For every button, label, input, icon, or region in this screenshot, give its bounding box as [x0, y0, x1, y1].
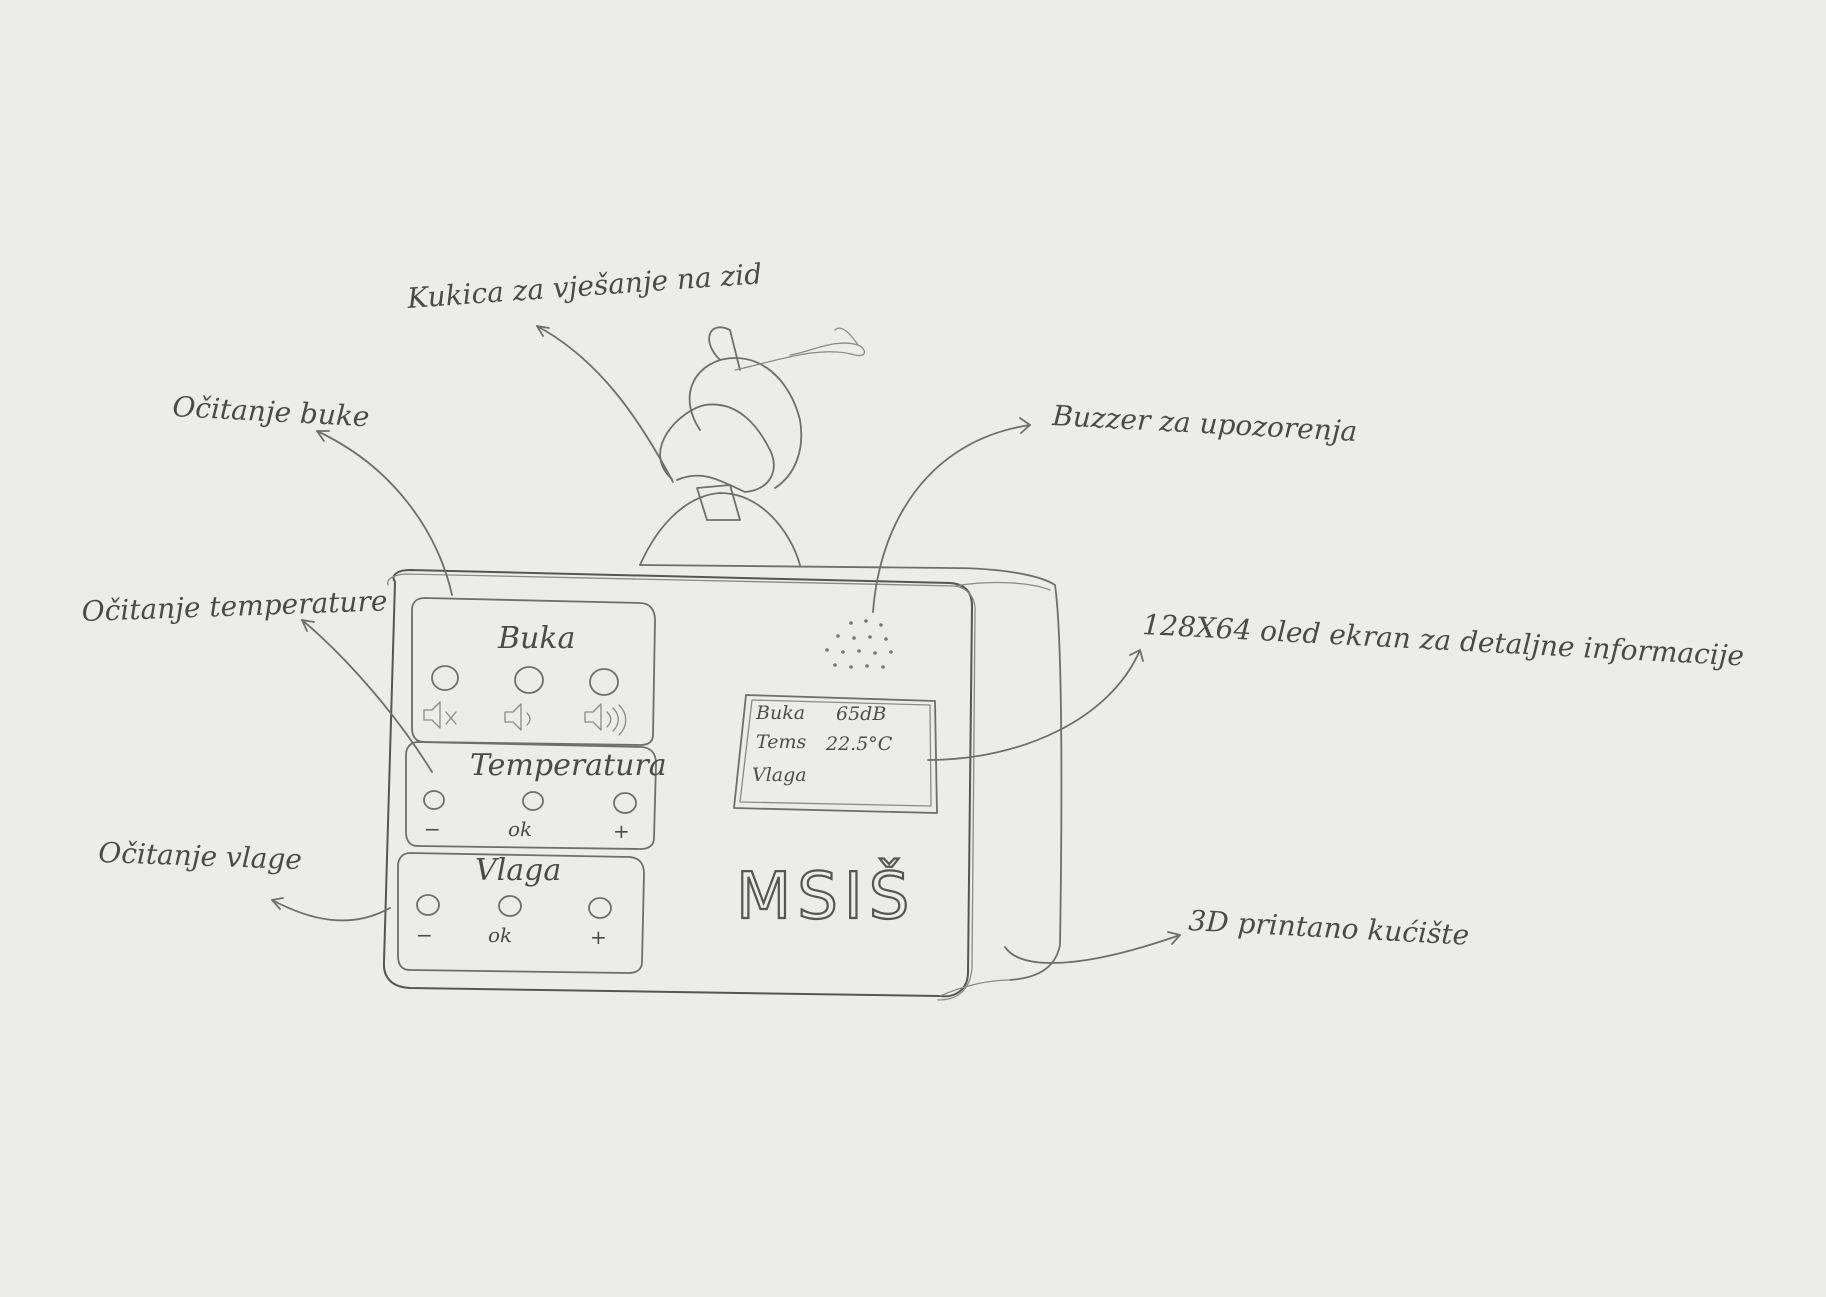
- humidity-plus-label: +: [590, 925, 607, 949]
- annotation-humidity: Očitanje vlage: [98, 836, 303, 876]
- noise-low-button[interactable]: [514, 666, 544, 694]
- temperature-minus-label: −: [424, 817, 441, 841]
- humidity-plus-button[interactable]: [588, 897, 612, 919]
- temperature-plus-label: +: [613, 819, 630, 843]
- oled-row2-label: Tems: [756, 731, 806, 753]
- oled-row1-value: 65dB: [836, 703, 886, 725]
- temperature-panel-title: Temperatura: [470, 748, 667, 783]
- temperature-minus-button[interactable]: [423, 790, 445, 810]
- annotation-noise: Očitanje buke: [172, 390, 371, 433]
- oled-screen: Buka 65dB Tems 22.5°C Vlaga: [733, 694, 938, 814]
- humidity-minus-button[interactable]: [416, 894, 440, 916]
- annotation-buzzer: Buzzer za upozorenja: [1051, 399, 1358, 448]
- oled-row3-label: Vlaga: [752, 764, 807, 786]
- case-body: [382, 564, 1063, 1001]
- noise-panel: Buka: [411, 597, 656, 746]
- buzzer-grille: [825, 619, 893, 669]
- temperature-ok-button[interactable]: [522, 791, 544, 811]
- speaker-loud-icon: [584, 703, 627, 736]
- noise-mute-button[interactable]: [431, 665, 459, 691]
- humidity-panel: Vlaga − ok +: [397, 852, 645, 974]
- speaker-muted-icon: [423, 701, 457, 729]
- device-logo: MSIŠ: [736, 858, 915, 934]
- annotation-case: 3D printano kućište: [1188, 904, 1470, 952]
- humidity-ok-label: ok: [488, 923, 512, 947]
- temperature-panel: Temperatura − ok +: [405, 741, 667, 850]
- humidity-panel-title: Vlaga: [475, 853, 561, 888]
- temperature-plus-button[interactable]: [613, 792, 637, 814]
- wall-hook: [639, 326, 866, 566]
- humidity-ok-button[interactable]: [498, 895, 522, 917]
- noise-high-button[interactable]: [589, 668, 619, 696]
- temperature-ok-label: ok: [508, 817, 532, 841]
- oled-row1-label: Buka: [755, 702, 805, 724]
- annotation-arrows: [271, 325, 1181, 964]
- annotation-hook: Kukica za vješanje na zid: [405, 257, 763, 315]
- humidity-minus-label: −: [416, 923, 433, 947]
- annotation-temperature: Očitanje temperature: [81, 584, 388, 628]
- speaker-low-icon: [504, 703, 531, 731]
- noise-panel-title: Buka: [497, 621, 575, 656]
- annotation-oled: 128X64 oled ekran za detaljne informacij…: [1142, 608, 1745, 672]
- oled-row2-value: 22.5°C: [825, 733, 893, 755]
